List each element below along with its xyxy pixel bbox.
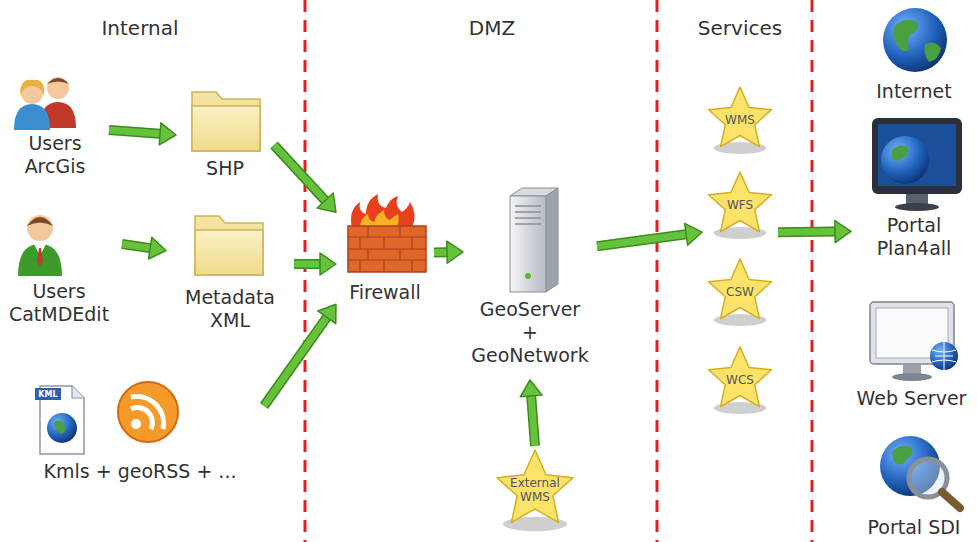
- service-star: CSW: [706, 258, 774, 326]
- folder-node: SHP: [180, 85, 270, 185]
- arrow-shaft: [434, 249, 447, 256]
- rss-icon: [118, 382, 178, 442]
- node-text: WFS: [727, 198, 753, 212]
- zone-heading: DMZ: [469, 16, 515, 40]
- firewall-icon: [348, 194, 426, 272]
- flow-arrow: [597, 223, 702, 246]
- flow-arrow: [778, 221, 851, 243]
- kml-icon: [35, 386, 84, 454]
- arrow-head: [317, 193, 336, 212]
- server-icon: [510, 188, 558, 292]
- folder-node: Metadata XML: [170, 210, 290, 345]
- node-text: Portal Plan4all: [877, 214, 952, 260]
- server-node: GeoServer + GeoNetwork: [467, 188, 593, 376]
- arrow-outline: [597, 234, 686, 246]
- arrow-head: [685, 223, 702, 245]
- node-text: Internet: [876, 80, 951, 103]
- arrow-outline: [274, 145, 325, 200]
- node-text: SHP: [206, 157, 244, 180]
- arrow-shaft: [778, 228, 835, 236]
- folder-icon: [192, 92, 263, 275]
- arrow-head: [149, 237, 166, 259]
- users-icon: [14, 77, 76, 130]
- flow-arrow: [109, 123, 176, 145]
- arrow-head: [447, 241, 463, 263]
- arrow-head: [520, 380, 542, 397]
- flow-arrow: [122, 237, 166, 259]
- arrow-head: [320, 253, 336, 275]
- arrow-outline: [531, 396, 535, 446]
- node-text: CSW: [726, 285, 754, 299]
- arrow-head: [318, 304, 336, 323]
- star-shape: [709, 347, 772, 407]
- flow-arrow: [434, 241, 463, 263]
- node-text: WMS: [725, 113, 755, 127]
- node-text: Users CatMDEdit: [9, 280, 109, 326]
- star-shape: [497, 450, 573, 522]
- arrow-outline: [778, 227, 835, 238]
- icon-label: KML: [38, 390, 57, 399]
- user-icon: [18, 215, 62, 276]
- arrow-shaft: [597, 234, 686, 246]
- arrow-outline: [294, 259, 320, 269]
- arrow-shaft: [294, 261, 320, 268]
- client-node: Portal SDI: [855, 428, 973, 540]
- service-star: WFS: [706, 171, 774, 239]
- arrow-shaft: [109, 130, 160, 134]
- node-text: Firewall: [349, 281, 421, 304]
- zone-separator: [305, 0, 812, 542]
- users-node: Users ArcGis: [5, 68, 105, 192]
- service-star: External WMS: [497, 450, 573, 530]
- zone-heading: Services: [698, 16, 782, 40]
- arrow-head: [835, 221, 851, 243]
- arrow-shaft: [264, 317, 327, 406]
- flow-arrow: [274, 145, 336, 212]
- monitor-icon: [870, 302, 958, 381]
- star-shape: [709, 259, 772, 319]
- client-node: Web Server: [848, 295, 975, 415]
- arrow-outline: [122, 244, 150, 248]
- node-text: Portal SDI: [868, 516, 961, 539]
- service-star: WCS: [706, 346, 774, 414]
- star-shape: [709, 172, 772, 232]
- node-text: WCS: [726, 373, 754, 387]
- node-text: GeoServer + GeoNetwork: [471, 298, 588, 366]
- node-text: Web Server: [857, 387, 967, 410]
- zone-heading: Internal: [101, 16, 178, 40]
- arrow-head: [159, 123, 176, 145]
- flow-arrow: [520, 380, 542, 446]
- arrow-outline: [264, 317, 327, 406]
- flow-arrow: [264, 304, 336, 406]
- node-text: Users ArcGis: [25, 132, 86, 178]
- globe-magnifier-icon: [880, 436, 960, 508]
- arrow-outline: [109, 130, 160, 134]
- monitor-icon: [872, 118, 962, 211]
- node-text: External WMS: [510, 476, 560, 505]
- globe-icon: [883, 8, 947, 72]
- firewall-node: Firewall: [340, 195, 430, 310]
- star-shape: [709, 87, 772, 147]
- client-node: Portal Plan4all: [855, 112, 973, 265]
- node-text: Kmls + geoRSS + ...: [44, 460, 237, 483]
- client-node: Internet: [855, 4, 973, 104]
- users-node: Users CatMDEdit: [0, 205, 118, 335]
- arrow-outline: [434, 247, 447, 257]
- arrow-shaft: [531, 396, 535, 446]
- arrow-shaft: [274, 145, 325, 200]
- flow-arrow: [294, 253, 336, 275]
- arrow-shaft: [122, 244, 150, 248]
- service-star: WMS: [706, 86, 774, 154]
- node-text: Metadata XML: [185, 286, 275, 332]
